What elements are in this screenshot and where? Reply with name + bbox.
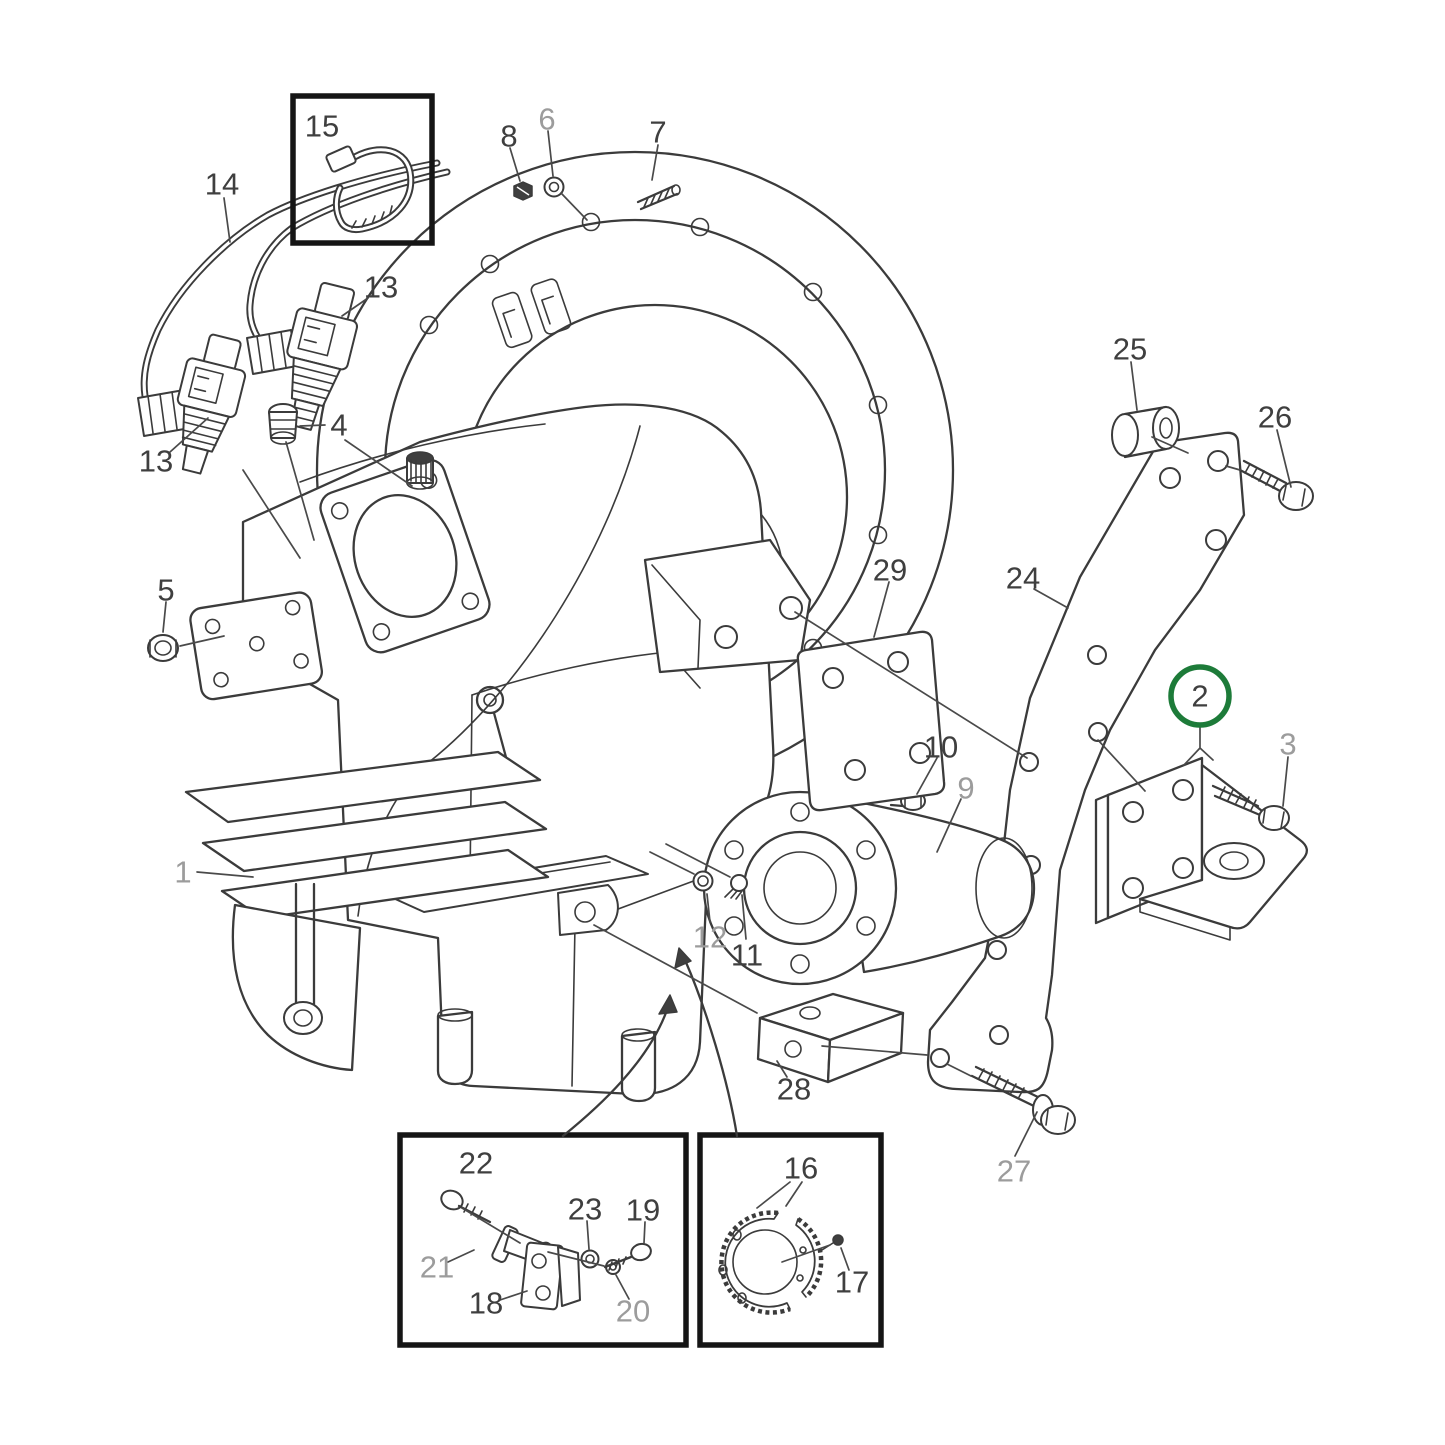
callout-5-4: 5 [157, 573, 174, 608]
callout-13-12: 13 [364, 270, 398, 305]
callout-21-21: 21 [420, 1250, 454, 1285]
nut-23 [580, 1249, 600, 1269]
nut-8 [513, 181, 533, 201]
inset-box-cable-tie [290, 93, 435, 246]
bell-slot-cutouts [491, 278, 572, 349]
callout-2-1: 2 [1191, 679, 1208, 714]
highlight-circle-part-2 [1168, 664, 1232, 728]
sensor-13-lower [176, 333, 247, 475]
callout-9-8: 9 [957, 771, 974, 806]
plug-5 [147, 634, 225, 662]
callout-3-2: 3 [1279, 727, 1296, 762]
inset-box-sensor-bracket [397, 1132, 689, 1348]
callout-27-27: 27 [997, 1154, 1031, 1189]
sensor-boss [406, 451, 434, 490]
callout-14-14: 14 [205, 167, 239, 202]
callout-18-18: 18 [469, 1286, 503, 1321]
callout-12-11: 12 [693, 920, 727, 955]
rivet-17 [821, 1234, 844, 1251]
screw-11 [724, 874, 748, 900]
plug-4 [268, 403, 298, 445]
callout-28-28: 28 [777, 1072, 811, 1107]
callout-19-19: 19 [626, 1193, 660, 1228]
callout-7-6: 7 [649, 115, 666, 150]
callout-8-7: 8 [500, 119, 517, 154]
inset-box-pulse-ring [697, 1132, 884, 1348]
leader-lines [162, 130, 1292, 1157]
callout-24-24: 24 [1006, 561, 1040, 596]
bolt-3 [1211, 784, 1290, 831]
callout-1-0: 1 [174, 855, 191, 890]
callout-6-5: 6 [538, 102, 555, 137]
sensor-13-upper [286, 281, 359, 431]
oil-pan-fins [184, 750, 550, 920]
callout-16-16: 16 [784, 1151, 818, 1186]
valve-block [189, 591, 324, 701]
callout-23-23: 23 [568, 1192, 602, 1227]
callout-22-22: 22 [459, 1146, 493, 1181]
bolt-19 [603, 1242, 652, 1271]
callout-29-29: 29 [873, 553, 907, 588]
harness-14 [137, 159, 451, 437]
pulse-ring-16 [718, 1210, 824, 1315]
callout-25-25: 25 [1113, 332, 1147, 367]
callout-26-26: 26 [1258, 400, 1292, 435]
callout-11-10: 11 [731, 938, 763, 973]
bracket-18 [520, 1241, 581, 1311]
spacer-block-28 [756, 992, 905, 1084]
callout-17-17: 17 [835, 1265, 869, 1300]
washer-6 [543, 176, 565, 198]
cover-plate-29 [796, 630, 946, 812]
callout-13-13: 13 [139, 444, 173, 479]
bolt-27 [970, 1065, 1076, 1135]
mounting-ear [643, 538, 812, 674]
callout-4-3: 4 [330, 408, 347, 443]
spacer-25 [1111, 405, 1180, 459]
transmission-housing [147, 403, 812, 1103]
bolt-26 [1238, 459, 1314, 511]
top-cover-gasket [319, 458, 491, 654]
bolt-22 [440, 1189, 492, 1224]
callout-20-20: 20 [616, 1294, 650, 1329]
stud-7 [636, 184, 681, 211]
callout-10-9: 10 [924, 730, 958, 765]
plug-12 [692, 870, 714, 892]
cable-tie-15 [325, 145, 415, 234]
callout-15-15: 15 [305, 109, 339, 144]
bracket-2 [1094, 756, 1308, 941]
